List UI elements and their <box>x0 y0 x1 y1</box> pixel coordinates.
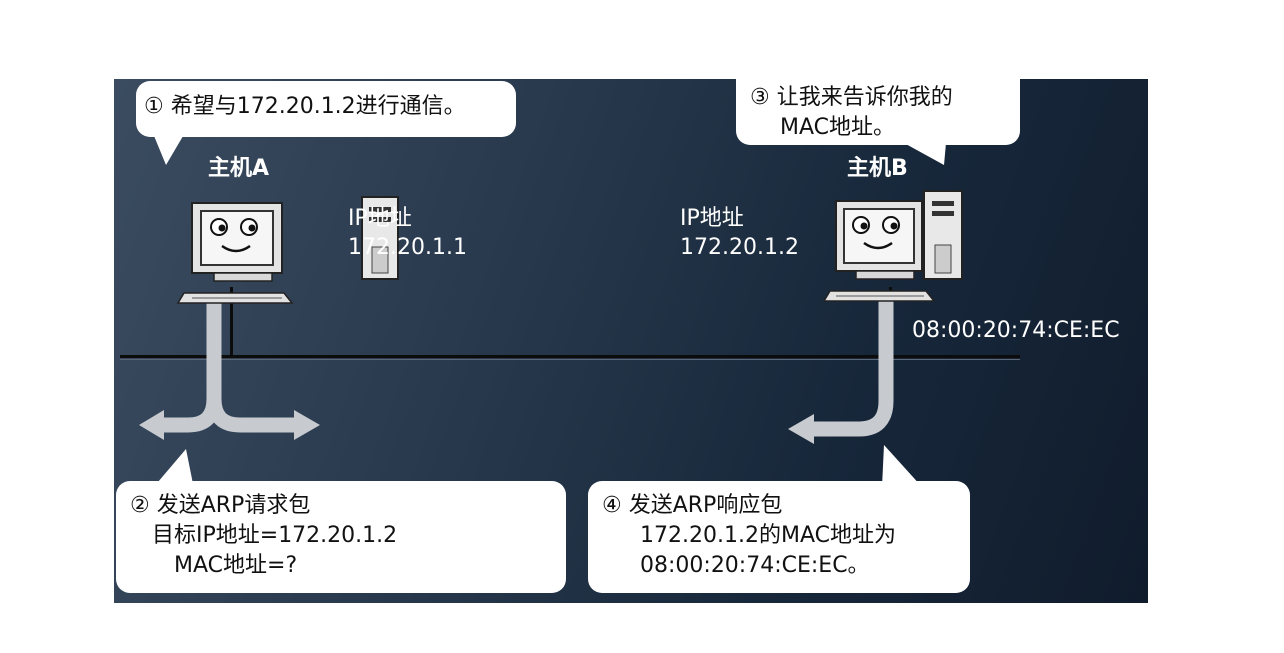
host-a-name: 主机A <box>208 156 270 181</box>
host-b-ip-label: IP地址 <box>680 206 744 231</box>
host-b-speech-bubble: ③ 让我来告诉你我的 MAC地址。 <box>736 79 1020 145</box>
host-b-message-line2: MAC地址。 <box>780 115 896 140</box>
arp-reply-title: ④ 发送ARP响应包 <box>602 493 783 518</box>
arp-request-arrow <box>139 294 320 440</box>
host-a-ip: 172.20.1.1 <box>348 235 467 260</box>
bubble-2-tail <box>152 449 194 489</box>
host-a-message: ① 希望与172.20.1.2进行通信。 <box>144 94 466 119</box>
host-a-speech-bubble: ① 希望与172.20.1.2进行通信。 <box>136 81 516 137</box>
arp-reply-line2: 172.20.1.2的MAC地址为 <box>640 523 896 548</box>
arp-reply-line3: 08:00:20:74:CE:EC。 <box>640 553 870 578</box>
bubble-3-tail <box>904 143 946 165</box>
host-a-drop-cable <box>230 287 233 357</box>
arp-request-target-ip: 目标IP地址=172.20.1.2 <box>152 523 398 548</box>
bubble-1-tail <box>152 131 186 165</box>
host-b-computer-icon <box>822 190 963 302</box>
host-b-message-line1: ③ 让我来告诉你我的 <box>750 85 953 110</box>
arp-request-bubble: ② 发送ARP请求包 目标IP地址=172.20.1.2 MAC地址=? <box>116 481 566 593</box>
network-line <box>120 355 1020 360</box>
host-b-ip: 172.20.1.2 <box>680 235 799 260</box>
bubble-4-tail <box>882 445 922 487</box>
arp-reply-bubble: ④ 发送ARP响应包 172.20.1.2的MAC地址为 08:00:20:74… <box>588 481 970 593</box>
host-a-ip-label: IP地址 <box>348 206 412 231</box>
arp-request-title: ② 发送ARP请求包 <box>130 493 311 518</box>
arp-request-mac: MAC地址=? <box>174 553 298 578</box>
host-b-name: 主机B <box>847 156 908 181</box>
arp-diagram: ① 希望与172.20.1.2进行通信。 ③ 让我来告诉你我的 MAC地址。 主… <box>114 79 1148 603</box>
host-a-computer-icon <box>176 196 399 304</box>
arp-reply-arrow <box>788 294 894 444</box>
host-b-mac: 08:00:20:74:CE:EC <box>912 318 1120 343</box>
